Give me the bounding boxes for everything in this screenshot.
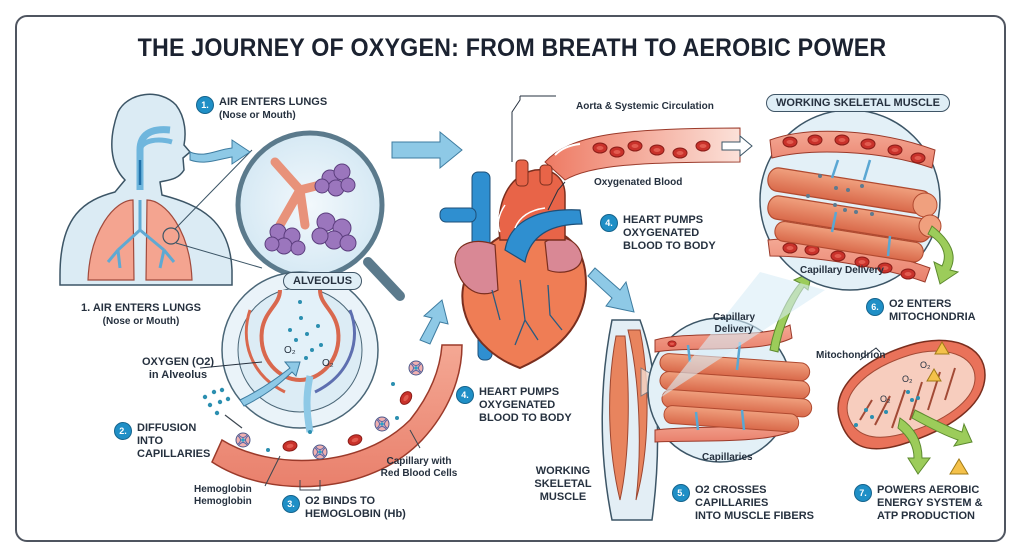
leg-muscle xyxy=(601,319,666,521)
aorta-label: Aorta & Systemic Circulation xyxy=(576,101,714,112)
working-muscle-magnifier xyxy=(660,109,960,398)
capillary-delivery-top-label: Capillary Delivery xyxy=(800,265,884,276)
step-badge: 1. xyxy=(196,96,214,114)
svg-text:O₂: O₂ xyxy=(322,358,334,369)
page-title: THE JOURNEY OF OXYGEN: FROM BREATH TO AE… xyxy=(137,34,887,62)
step-badge: 5. xyxy=(672,484,690,502)
to-heart-arrow-icon xyxy=(419,299,449,345)
to-heart-top-arrow-icon xyxy=(391,130,463,170)
mitochondrion: O₂ O₂ O₂ xyxy=(837,339,986,475)
oxygen-in-alveolus-label: OXYGEN (O2) in Alveolus xyxy=(141,356,215,381)
alveolus-cross-section: O₂ O₂ xyxy=(199,271,379,433)
hemoglobin-label: Hemoglobin Hemoglobin xyxy=(194,484,252,507)
step-badge: 2. xyxy=(114,422,132,440)
step-1: 1. AIR ENTERS LUNGS(Nose or Mouth) xyxy=(196,96,327,122)
capillaries-label: Capillaries xyxy=(702,452,753,463)
step-badge: 7. xyxy=(854,484,872,502)
lungs-caption: 1. AIR ENTERS LUNGS (Nose or Mouth) xyxy=(81,302,201,327)
step-badge: 4. xyxy=(456,386,474,404)
working-muscle-caption: WORKING SKELETAL MUSCLE xyxy=(534,465,592,503)
capillary-rbc-label: Capillary with Red Blood Cells xyxy=(380,456,458,479)
oxygenated-blood-label: Oxygenated Blood xyxy=(594,177,683,188)
step-badge: 3. xyxy=(282,495,300,513)
air-arrow-icon xyxy=(189,139,251,165)
step-badge: 6. xyxy=(866,298,884,316)
working-muscle-label: WORKING SKELETAL MUSCLE xyxy=(766,94,950,112)
human-silhouette xyxy=(59,93,263,286)
alveolus-label: ALVEOLUS xyxy=(283,272,363,290)
svg-text:O₂: O₂ xyxy=(920,360,931,370)
capillary-vessel xyxy=(211,344,463,491)
step-badge: 4. xyxy=(600,214,618,232)
svg-text:O₂: O₂ xyxy=(284,345,296,356)
svg-text:O₂: O₂ xyxy=(880,394,891,404)
heart xyxy=(439,127,753,370)
svg-text:O₂: O₂ xyxy=(902,374,913,384)
capillary-delivery-mid-label: Capillary Delivery xyxy=(712,312,756,335)
to-muscle-arrow-icon xyxy=(587,267,635,313)
mitochondrion-label: Mitochondrion xyxy=(816,350,886,361)
